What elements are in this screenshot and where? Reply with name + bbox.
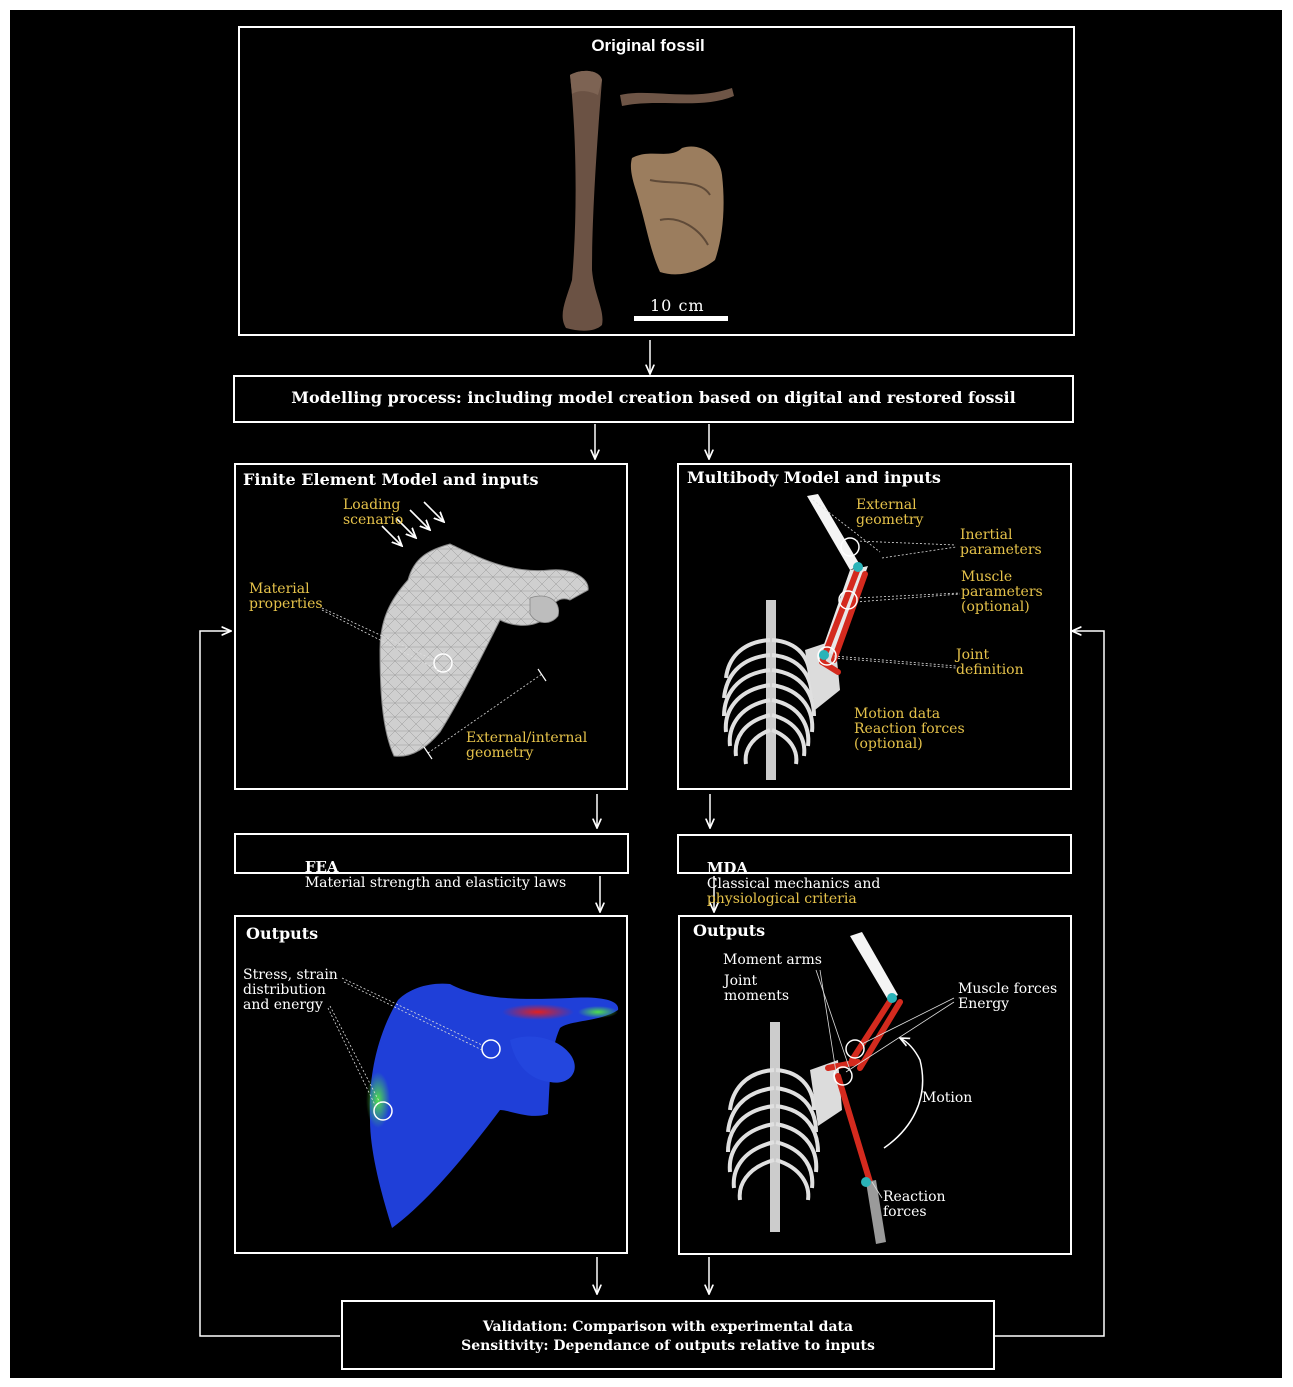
mda-criteria: physiological criteria: [707, 891, 857, 907]
validation-line2: Sensitivity: Dependance of outputs relat…: [341, 1338, 995, 1354]
outputs-right-title: Outputs: [693, 921, 765, 940]
fem-title: Finite Element Model and inputs: [243, 470, 539, 489]
mda-description: Classical mechanics and: [707, 876, 881, 892]
validation-box: [341, 1300, 995, 1370]
motion-label: Motion: [922, 1091, 972, 1106]
muscle-forces-label: Muscle forces Energy: [958, 982, 1057, 1012]
fossil-title: Original fossil: [10, 36, 1282, 56]
reaction-forces-label: Reaction forces: [883, 1190, 946, 1220]
validation-line1: Validation: Comparison with experimental…: [341, 1319, 995, 1335]
scale-label: 10 cm: [650, 298, 705, 313]
modelling-text: Modelling process: including model creat…: [233, 388, 1074, 407]
outputs-left-title: Outputs: [246, 924, 318, 943]
fossil-box: [238, 26, 1075, 336]
mda-text: MDA Classical mechanics and physiologica…: [689, 846, 880, 922]
fem-geometry-label: External/internal geometry: [466, 731, 587, 761]
fem-loading-label: Loading scenario: [343, 498, 403, 528]
mbm-title: Multibody Model and inputs: [687, 468, 941, 487]
mbm-muscle-label: Muscle parameters (optional): [961, 570, 1043, 615]
mbm-external-label: External geometry: [856, 498, 923, 528]
diagram-canvas: Original fossil 10 cm Modelling process:…: [10, 10, 1282, 1378]
mbm-inertial-label: Inertial parameters: [960, 528, 1042, 558]
moment-arms-label: Moment arms: [723, 953, 822, 968]
outputs-left-box: [234, 915, 628, 1254]
mbm-motion-label: Motion data Reaction forces (optional): [854, 707, 965, 752]
fea-text: FEA Material strength and elasticity law…: [287, 845, 566, 906]
fea-bold: FEA: [305, 858, 339, 876]
fem-material-label: Material properties: [249, 582, 323, 612]
mbm-joint-label: Joint definition: [956, 648, 1024, 678]
joint-moments-label: Joint moments: [724, 974, 789, 1004]
fea-description: Material strength and elasticity laws: [305, 875, 566, 891]
stress-label: Stress, strain distribution and energy: [243, 968, 338, 1013]
mda-bold: MDA: [707, 859, 748, 877]
